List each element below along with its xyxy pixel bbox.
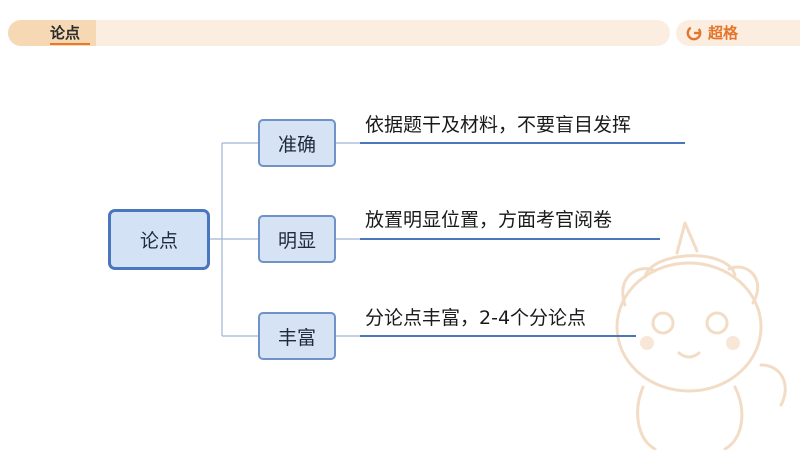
branch-node-rich: 丰富 — [258, 312, 336, 360]
branch-node-obvious: 明显 — [258, 215, 336, 263]
brand-logo-icon — [686, 25, 702, 41]
branch-node-accurate: 准确 — [258, 119, 336, 167]
mascot-watermark-icon — [615, 221, 787, 450]
title-chip — [8, 20, 96, 46]
branch-description-obvious: 放置明显位置，方面考官阅卷 — [365, 209, 613, 231]
brand-name: 超格 — [708, 24, 739, 42]
root-node: 论点 — [108, 209, 210, 270]
page-title: 论点 — [50, 24, 81, 42]
branch-description-accurate: 依据题干及材料，不要盲目发挥 — [365, 114, 632, 136]
title-underline — [50, 43, 90, 45]
header-bar — [8, 20, 670, 46]
branch-description-rich: 分论点丰富，2-4个分论点 — [365, 307, 587, 329]
